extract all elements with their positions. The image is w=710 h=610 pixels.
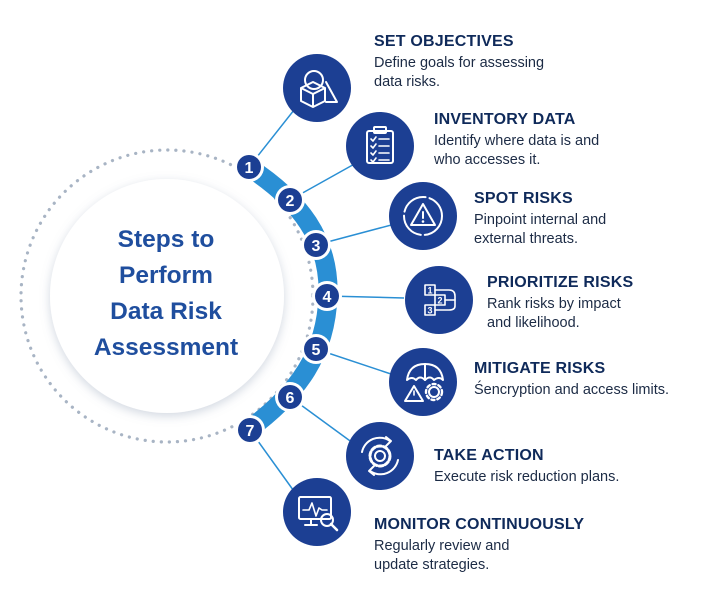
step-desc-line: Rank risks by impact — [487, 296, 621, 312]
step-desc: Rank risks by impact and likelihood. — [487, 295, 633, 333]
badge-number: 1 — [245, 160, 254, 177]
badge-circle — [278, 385, 302, 409]
badge-number: 6 — [286, 390, 295, 407]
step-4-badge: 4 — [312, 281, 342, 311]
badge-circle — [278, 188, 302, 212]
svg-text:1: 1 — [427, 286, 432, 296]
svg-text:2: 2 — [437, 296, 442, 306]
step-title: PRIORITIZE RISKS — [487, 274, 634, 291]
center-title: Steps to Perform Data Risk Assessment — [58, 222, 274, 366]
priority-list-icon-glyph: 123 — [424, 284, 456, 316]
gear-cycle-icon-glyph — [361, 436, 399, 476]
step-3-text: SPOT RISKS Pinpoint internal and externa… — [474, 189, 606, 249]
badge-number: 3 — [312, 238, 321, 255]
step-title: MONITOR CONTINUOUSLY — [374, 516, 585, 533]
step-desc-line: Śencryption and access limits. — [474, 382, 670, 398]
priority-list-icon: 123 — [405, 266, 473, 334]
icon-circle — [346, 422, 414, 490]
warning-icon — [389, 182, 457, 250]
step-desc: Execute risk reduction plans. — [434, 468, 619, 487]
step-desc-line: external threats. — [474, 231, 578, 247]
center-title-line-2: Perform — [119, 262, 213, 289]
step-desc: Define goals for assessing data risks. — [374, 54, 544, 92]
shapes-icon-glyph — [300, 70, 338, 108]
badge-circle — [315, 284, 339, 308]
umbrella-warning-icon — [389, 348, 457, 416]
svg-text:3: 3 — [427, 306, 432, 316]
step-desc-line: and likelihood. — [487, 315, 580, 331]
icon-circle — [405, 266, 473, 334]
badge-circle — [238, 418, 262, 442]
step-desc: Identify where data is and who accesses … — [434, 132, 599, 170]
badge-circle — [304, 233, 328, 257]
step-desc-line: data risks. — [374, 74, 441, 90]
step-title: MITIGATE RISKS — [474, 360, 606, 377]
badge-circle — [304, 337, 328, 361]
clipboard-checklist-icon-glyph — [366, 126, 394, 164]
center-circle — [50, 179, 284, 413]
badge-number: 7 — [246, 423, 255, 440]
center-title-line-1: Steps to — [117, 226, 215, 253]
step-6-badge: 6 — [275, 382, 305, 412]
monitor-search-icon-glyph — [298, 496, 339, 532]
step-desc-line: who accesses it. — [434, 152, 541, 168]
step-6-text: TAKE ACTION Execute risk reduction plans… — [434, 446, 619, 487]
step-desc: Śencryption and access limits. — [474, 381, 669, 400]
step-desc: Pinpoint internal and external threats. — [474, 211, 606, 249]
monitor-search-icon — [283, 478, 351, 546]
clipboard-checklist-icon — [346, 112, 414, 180]
step-2-text: INVENTORY DATA Identify where data is an… — [434, 110, 599, 170]
step-desc-line: Identify where data is and — [434, 133, 600, 149]
step-5-badge: 5 — [301, 334, 331, 364]
step-title: INVENTORY DATA — [434, 111, 576, 128]
step-1-text: SET OBJECTIVES Define goals for assessin… — [374, 32, 544, 92]
step-7-text: MONITOR CONTINUOUSLY Regularly review an… — [374, 515, 584, 575]
step-7-badge: 7 — [235, 415, 265, 445]
step-desc-line: Execute risk reduction plans. — [434, 469, 620, 485]
shapes-icon — [283, 54, 351, 122]
step-4-text: PRIORITIZE RISKS Rank risks by impact an… — [487, 273, 633, 333]
badge-number: 4 — [323, 289, 332, 306]
step-3-badge: 3 — [301, 230, 331, 260]
gear-cycle-icon — [346, 422, 414, 490]
badge-number: 2 — [286, 193, 295, 210]
step-1-badge: 1 — [234, 152, 264, 182]
icon-circle — [389, 348, 457, 416]
step-2-badge: 2 — [275, 185, 305, 215]
step-desc: Regularly review and update strategies. — [374, 537, 584, 575]
umbrella-warning-icon-glyph — [404, 363, 444, 402]
step-desc-line: Define goals for assessing — [374, 55, 545, 71]
step-desc-line: Regularly review and — [374, 538, 510, 554]
step-title: SPOT RISKS — [474, 190, 573, 207]
step-title: TAKE ACTION — [434, 447, 544, 464]
warning-icon-glyph — [403, 196, 443, 236]
center-title-line-4: Assessment — [93, 334, 239, 361]
step-5-text: MITIGATE RISKS Śencryption and access li… — [474, 359, 669, 400]
badge-number: 5 — [312, 342, 321, 359]
badge-circle — [237, 155, 261, 179]
step-desc-line: update strategies. — [374, 557, 490, 573]
step-title: SET OBJECTIVES — [374, 33, 514, 50]
step-desc-line: Pinpoint internal and — [474, 212, 607, 228]
center-title-line-3: Data Risk — [110, 298, 222, 325]
